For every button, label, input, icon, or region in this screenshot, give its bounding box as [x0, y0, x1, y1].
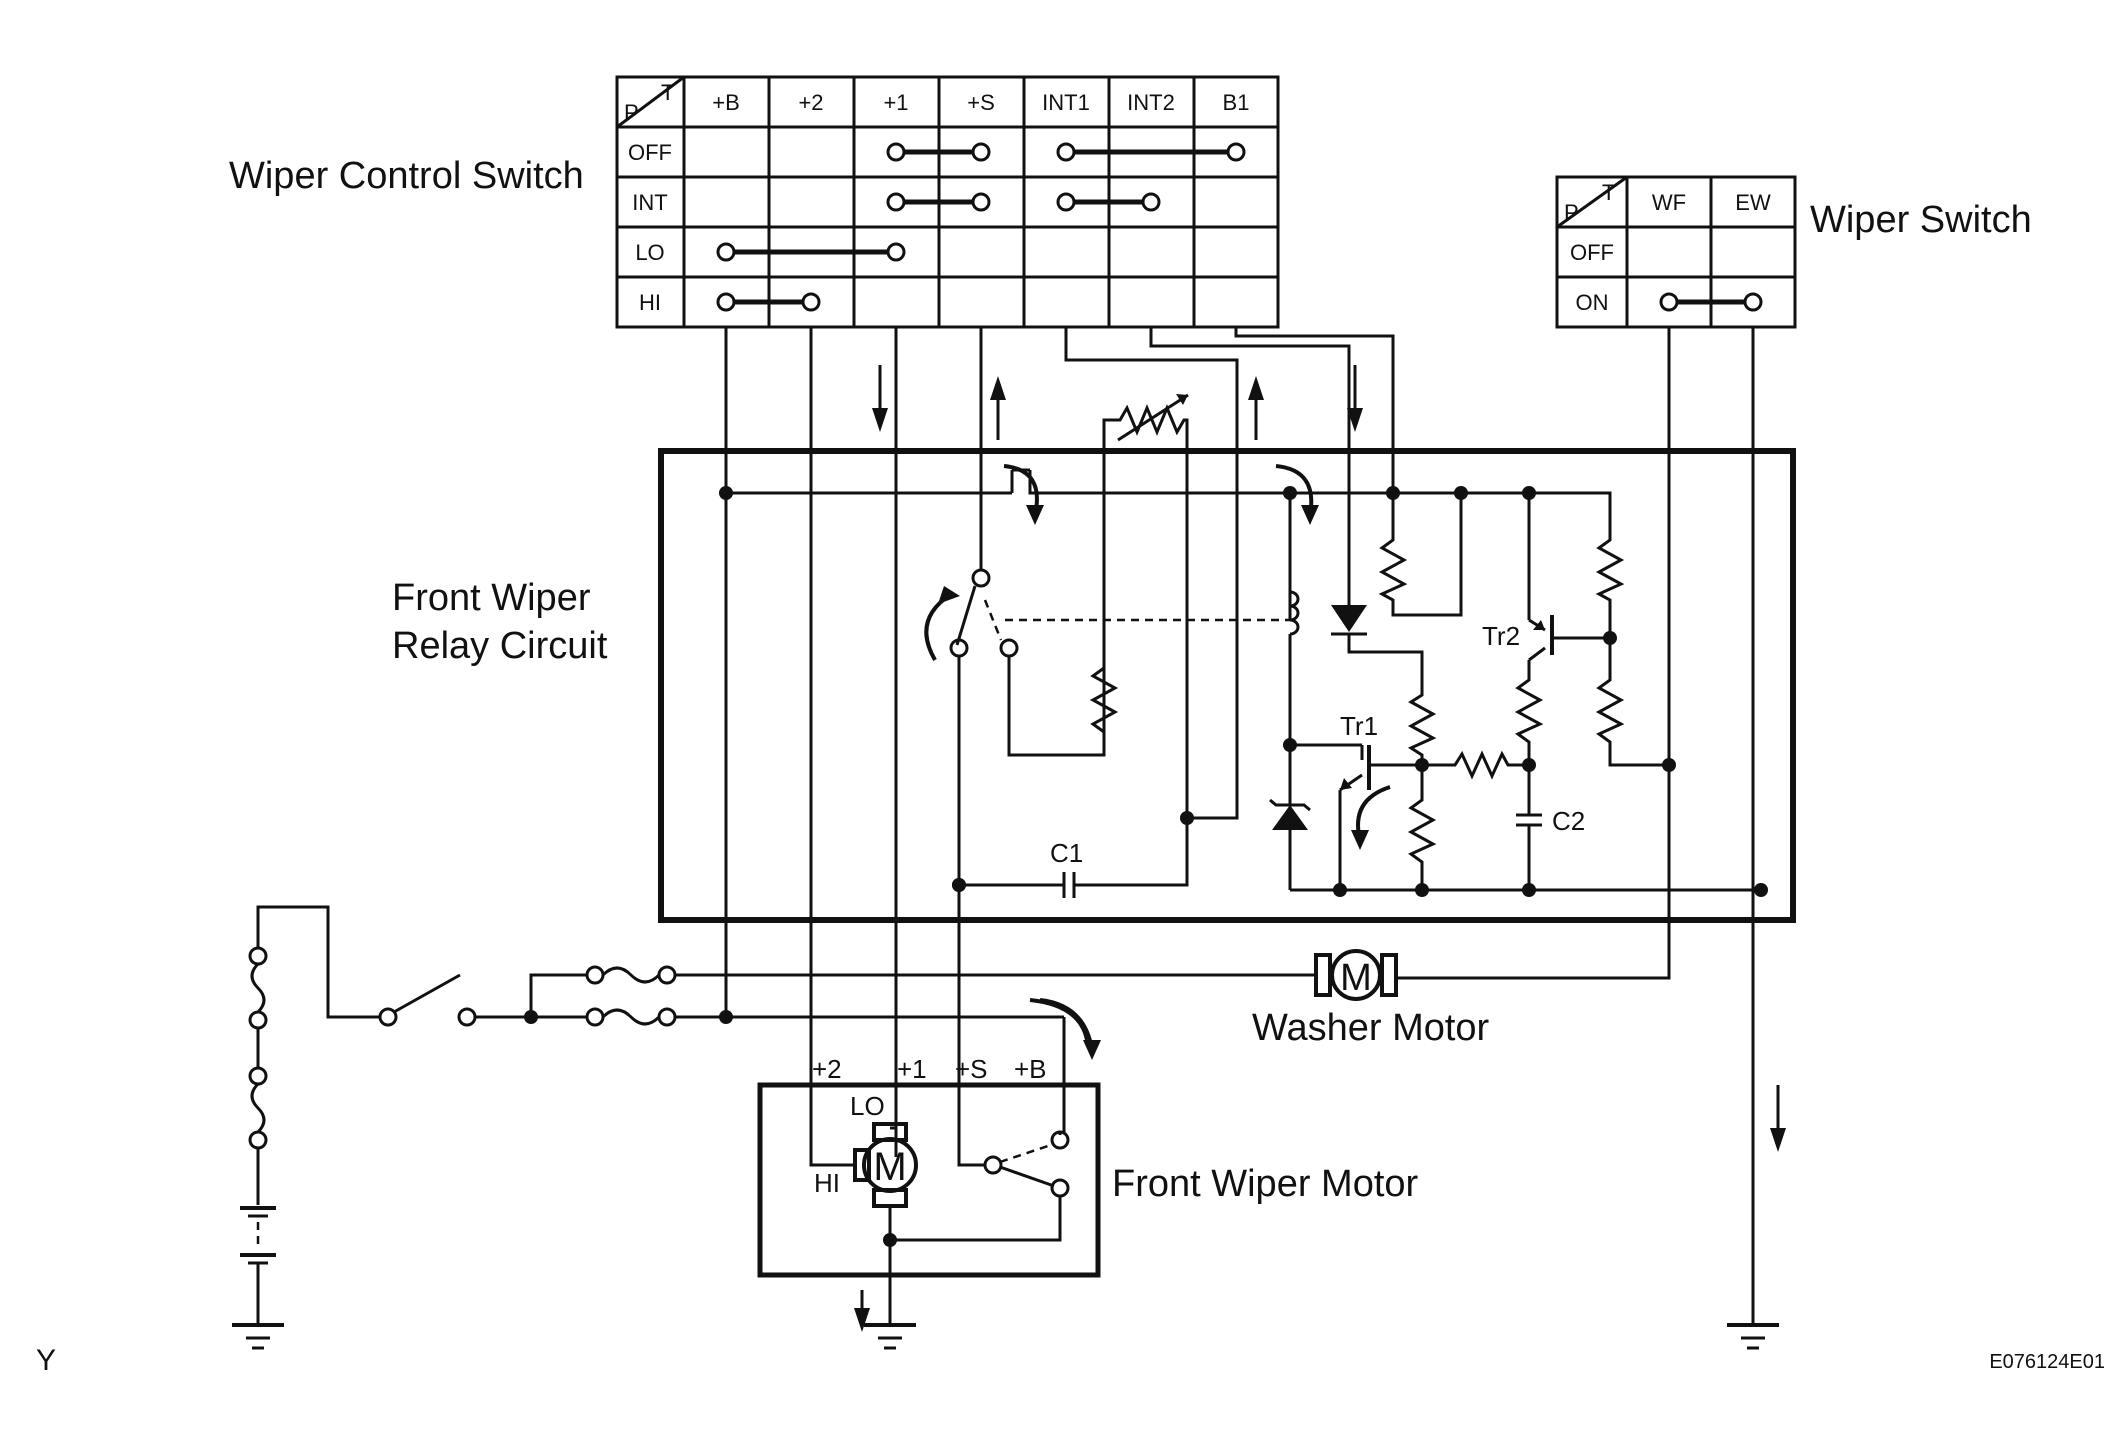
direction-arrows [854, 365, 1786, 1332]
col-header-plus-b: +B [712, 90, 740, 115]
cam-switch [952, 878, 1089, 1198]
terminal-plusB: +B [1014, 1054, 1047, 1084]
col-header-plus-1: +1 [883, 90, 908, 115]
col-header-plus-2: +2 [798, 90, 823, 115]
zener-diode [1269, 745, 1311, 890]
figure-code: E076124E01 [1989, 1351, 2105, 1373]
col-header-int1: INT1 [1042, 90, 1090, 115]
control-corner-t: T [661, 80, 674, 105]
row-label-int: INT [632, 190, 667, 215]
washer-motor-symbol: M [1340, 957, 1372, 999]
relay-label-line1: Front Wiper [392, 577, 591, 619]
transistor-tr1: Tr1 [1290, 711, 1429, 890]
col-header-wf: WF [1652, 190, 1686, 215]
relay-coil [1283, 493, 1300, 752]
corner-mark: Y [36, 1344, 56, 1377]
relay-resistor-1 [1089, 660, 1119, 755]
wiper-row-label-on: ON [1576, 290, 1609, 315]
fuse-wiper [531, 1007, 1066, 1135]
front-wiper-motor-label: Front Wiper Motor [1112, 1163, 1419, 1205]
col-header-b1: B1 [1223, 90, 1250, 115]
wiper-motor-symbol: M [873, 1145, 906, 1189]
relay-circuit-box [658, 448, 1796, 923]
right-ground [1727, 1323, 1779, 1350]
wiper-switch-label: Wiper Switch [1810, 199, 2032, 241]
relay-switch [949, 568, 1290, 885]
fuse-washer [585, 965, 1316, 985]
front-wiper-motor-box [757, 1082, 1101, 1278]
wiper-switch-corner-p: P [1564, 200, 1579, 225]
connection-lo-plusB-plus1 [716, 242, 906, 262]
control-corner-p: P [624, 100, 639, 125]
relay-bottom-bus [1290, 883, 1768, 897]
connection-on-wf-ew [1659, 292, 1763, 312]
wiper-switch-corner-t: T [1602, 180, 1615, 205]
connection-off-int1-b1 [1056, 142, 1246, 162]
wiper-row-label-off: OFF [1570, 240, 1614, 265]
col-header-ew: EW [1735, 190, 1771, 215]
connection-off-plus1-plusS [886, 142, 991, 162]
row-label-hi: HI [639, 290, 661, 315]
c1-label: C1 [1050, 838, 1083, 868]
motor-lo-label: LO [850, 1091, 885, 1121]
relay-top-bus [719, 468, 1610, 620]
wiper-switch-table: P T WF EW OFF ON [1555, 175, 1797, 329]
tr1-resistors [1407, 690, 1536, 890]
col-header-plus-s: +S [967, 90, 995, 115]
connection-int-int1-int2 [1056, 192, 1161, 212]
power-supply [232, 905, 388, 1350]
connection-int-plus1-plusS [886, 192, 991, 212]
terminal-plus2: +2 [812, 1054, 842, 1084]
wiper-control-switch-label: Wiper Control Switch [229, 155, 584, 197]
front-wiper-motor: M [809, 1122, 1062, 1350]
terminal-plus1: +1 [897, 1054, 927, 1084]
diode [1331, 360, 1424, 690]
motor-hi-label: HI [814, 1168, 840, 1198]
wiper-switch-wires [1396, 327, 1755, 1325]
c2-label: C2 [1552, 806, 1585, 836]
current-flow-arrows [924, 464, 1391, 1060]
wiper-control-switch-table: P T +B +2 +1 +S INT1 INT2 B1 OFF INT LO … [615, 75, 1280, 329]
relay-label-line2: Relay Circuit [392, 625, 608, 667]
tr1-label: Tr1 [1340, 711, 1378, 741]
variable-resistor [1102, 393, 1189, 818]
tr2-label: Tr2 [1482, 621, 1520, 651]
row-label-off: OFF [628, 140, 672, 165]
washer-motor-label: Washer Motor [1252, 1007, 1490, 1049]
control-switch-wires [724, 327, 1395, 1157]
row-label-lo: LO [635, 240, 664, 265]
transistor-tr2: Tr2 [1378, 493, 1617, 765]
capacitor-c1: C1 [952, 811, 1194, 898]
connection-hi-plusB-plus2 [716, 292, 821, 312]
col-header-int2: INT2 [1127, 90, 1175, 115]
washer-motor: M [1314, 949, 1398, 1001]
capacitor-c2: C2 [1516, 765, 1585, 890]
tr2-bias-resistors [1529, 491, 1676, 772]
